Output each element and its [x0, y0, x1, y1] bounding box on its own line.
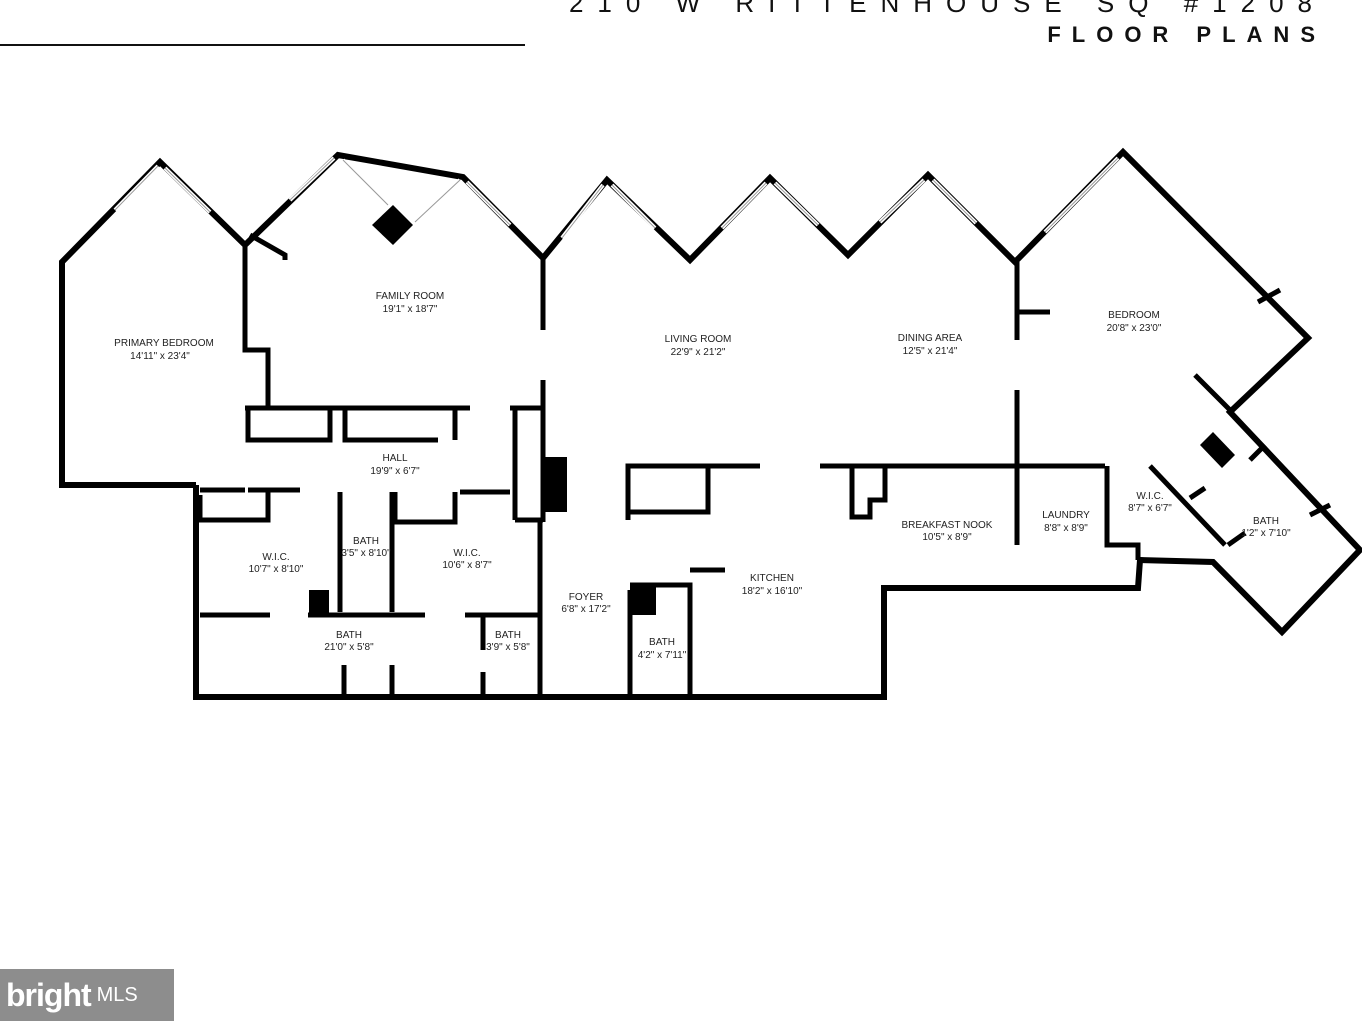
svg-text:10'6" x 8'7": 10'6" x 8'7"	[442, 560, 492, 571]
room-primary-bedroom: PRIMARY BEDROOM 14'11" x 23'4"	[114, 338, 214, 362]
svg-text:BATH: BATH	[495, 630, 521, 641]
svg-text:3'5" x 8'10": 3'5" x 8'10"	[341, 548, 391, 559]
svg-text:BATH: BATH	[336, 630, 362, 641]
svg-text:W.I.C.: W.I.C.	[453, 548, 480, 559]
svg-text:FOYER: FOYER	[569, 592, 603, 603]
room-kitchen: KITCHEN 18'2" x 16'10"	[742, 573, 803, 597]
bright-mls-logo: bright MLS	[0, 969, 174, 1021]
svg-text:LIVING ROOM: LIVING ROOM	[665, 334, 732, 345]
room-bath-4: BATH 4'2" x 7'11"	[638, 637, 687, 661]
address-title: 210 W RITTENHOUSE SQ #1208	[568, 0, 1326, 18]
fireplace	[372, 205, 413, 245]
svg-text:19'9" x 6'7": 19'9" x 6'7"	[370, 466, 420, 477]
logo-suffix: MLS	[96, 983, 138, 1006]
svg-text:19'1" x 18'7": 19'1" x 18'7"	[383, 304, 438, 315]
svg-text:KITCHEN: KITCHEN	[750, 573, 794, 584]
room-living-room: LIVING ROOM 22'9" x 21'2"	[665, 334, 732, 358]
svg-text:22'9" x 21'2": 22'9" x 21'2"	[671, 347, 726, 358]
window-frames	[114, 157, 1119, 239]
room-labels: PRIMARY BEDROOM 14'11" x 23'4" FAMILY ROO…	[114, 291, 1291, 661]
svg-text:3'9" x 5'8": 3'9" x 5'8"	[486, 642, 530, 653]
room-laundry: LAUNDRY 8'8" x 8'9"	[1042, 510, 1090, 534]
svg-text:BATH: BATH	[1253, 516, 1279, 527]
svg-text:12'5" x 21'4": 12'5" x 21'4"	[903, 346, 958, 357]
svg-text:14'11" x 23'4": 14'11" x 23'4"	[130, 351, 190, 362]
room-dining-area: DINING AREA 12'5" x 21'4"	[898, 333, 963, 357]
svg-text:20'8" x 23'0": 20'8" x 23'0"	[1107, 323, 1162, 334]
svg-text:10'7" x 8'10": 10'7" x 8'10"	[249, 564, 304, 575]
svg-text:FAMILY ROOM: FAMILY ROOM	[376, 291, 445, 302]
svg-text:W.I.C.: W.I.C.	[1136, 491, 1163, 502]
svg-text:PRIMARY BEDROOM: PRIMARY BEDROOM	[114, 338, 214, 349]
svg-text:DINING AREA: DINING AREA	[898, 333, 963, 344]
svg-text:BATH: BATH	[353, 536, 379, 547]
room-family-room: FAMILY ROOM 19'1" x 18'7"	[376, 291, 445, 315]
svg-text:4'2" x 7'11": 4'2" x 7'11"	[638, 650, 687, 661]
svg-text:18'2" x 16'10": 18'2" x 16'10"	[742, 586, 803, 597]
svg-text:8'7" x 6'7": 8'7" x 6'7"	[1128, 503, 1172, 514]
interior-walls	[197, 232, 1332, 697]
room-bedroom: BEDROOM 20'8" x 23'0"	[1107, 310, 1162, 334]
svg-text:BATH: BATH	[649, 637, 675, 648]
room-wic-2: W.I.C.10'6" x 8'7"	[442, 548, 492, 571]
svg-text:10'5" x 8'9": 10'5" x 8'9"	[922, 532, 972, 543]
header-divider	[0, 44, 525, 46]
svg-text:1'2" x 7'10": 1'2" x 7'10"	[1241, 528, 1291, 539]
svg-text:HALL: HALL	[382, 453, 407, 464]
svg-text:BEDROOM: BEDROOM	[1108, 310, 1160, 321]
svg-text:21'0" x 5'8": 21'0" x 5'8"	[324, 642, 374, 653]
svg-text:6'8" x 17'2": 6'8" x 17'2"	[561, 604, 611, 615]
svg-text:LAUNDRY: LAUNDRY	[1042, 510, 1090, 521]
svg-text:8'8" x 8'9": 8'8" x 8'9"	[1044, 523, 1088, 534]
room-hall: HALL 19'9" x 6'7"	[370, 453, 420, 477]
fixtures	[309, 205, 1235, 615]
svg-text:W.I.C.: W.I.C.	[262, 552, 289, 563]
svg-text:BREAKFAST NOOK: BREAKFAST NOOK	[902, 520, 993, 531]
floor-plans-subtitle: FLOOR PLANS	[1047, 22, 1326, 47]
room-wic-1: W.I.C.10'7" x 8'10"	[249, 552, 304, 575]
room-wic-3: W.I.C.8'7" x 6'7"	[1128, 491, 1172, 514]
logo-brand: bright	[6, 976, 92, 1013]
